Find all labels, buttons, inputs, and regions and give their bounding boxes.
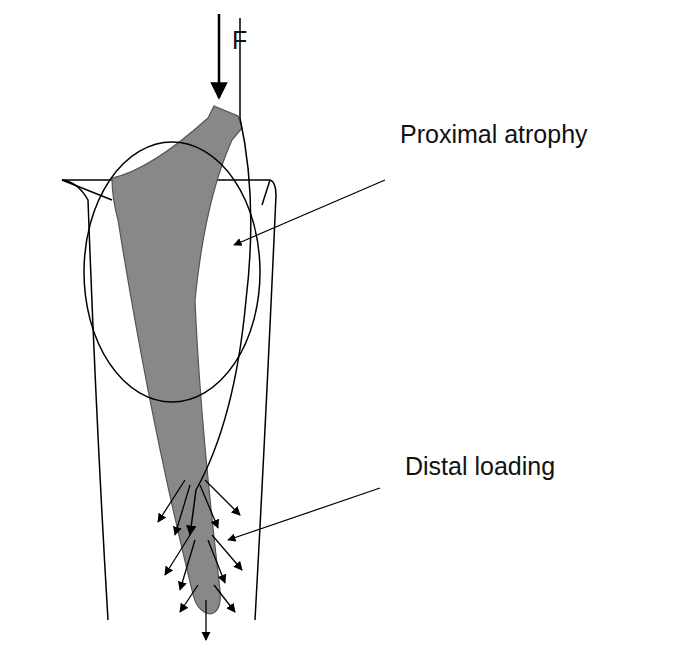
leader-line bbox=[228, 488, 380, 540]
distal-load-arrows bbox=[158, 480, 242, 640]
callout-label: Distal loading bbox=[405, 452, 555, 481]
load-path bbox=[190, 18, 251, 535]
force-arrow bbox=[218, 14, 221, 98]
femoral-stem bbox=[112, 106, 242, 614]
callout-label: Proximal atrophy bbox=[400, 120, 588, 149]
force-label: F bbox=[232, 26, 247, 55]
proximal-region bbox=[84, 142, 260, 402]
leader-line bbox=[234, 180, 385, 245]
